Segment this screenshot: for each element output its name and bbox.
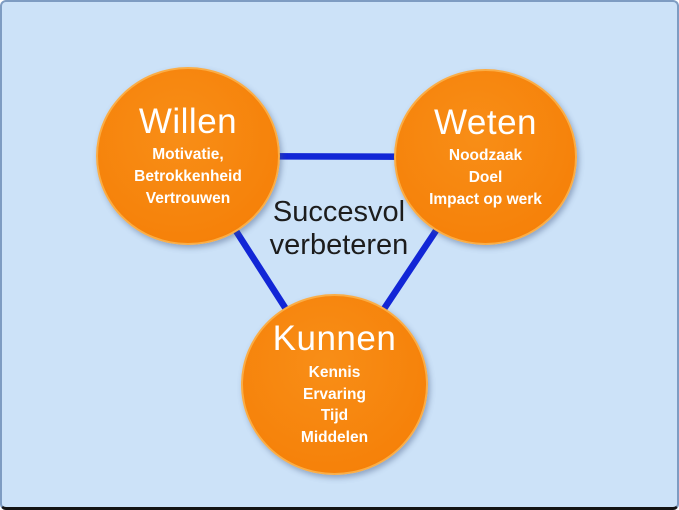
node-willen-subline: Vertrouwen [145, 189, 231, 207]
node-weten-subline: Doel [468, 168, 503, 186]
node-willen-title: Willen [138, 101, 238, 141]
node-kunnen-subline: Ervaring [303, 385, 366, 403]
node-kunnen-title: Kunnen [272, 319, 397, 359]
node-weten-subline: Impact op werk [429, 190, 542, 208]
node-weten-subline: Noodzaak [448, 147, 523, 165]
node-kunnen-subline: Tijd [320, 407, 349, 425]
node-kunnen-subline: Middelen [300, 428, 369, 446]
node-willen-subline: Betrokkenheid [134, 167, 242, 185]
node-kunnen-subline: Kennis [308, 363, 361, 381]
node-willen-sublines: Motivatie, Betrokkenheid Vertrouwen [134, 144, 242, 209]
node-kunnen: Kunnen Kennis Ervaring Tijd Middelen [241, 294, 428, 475]
node-willen: Willen Motivatie, Betrokkenheid Vertrouw… [96, 67, 280, 245]
node-weten-title: Weten [433, 102, 538, 142]
center-label: Succesvol verbeteren [239, 196, 439, 263]
node-weten: Weten Noodzaak Doel Impact op werk [394, 69, 577, 245]
node-kunnen-sublines: Kennis Ervaring Tijd Middelen [301, 362, 368, 449]
node-weten-sublines: Noodzaak Doel Impact op werk [429, 145, 542, 210]
center-label-line2: verbeteren [269, 229, 409, 262]
center-label-line1: Succesvol [272, 196, 406, 228]
node-willen-subline: Motivatie, [152, 146, 224, 164]
